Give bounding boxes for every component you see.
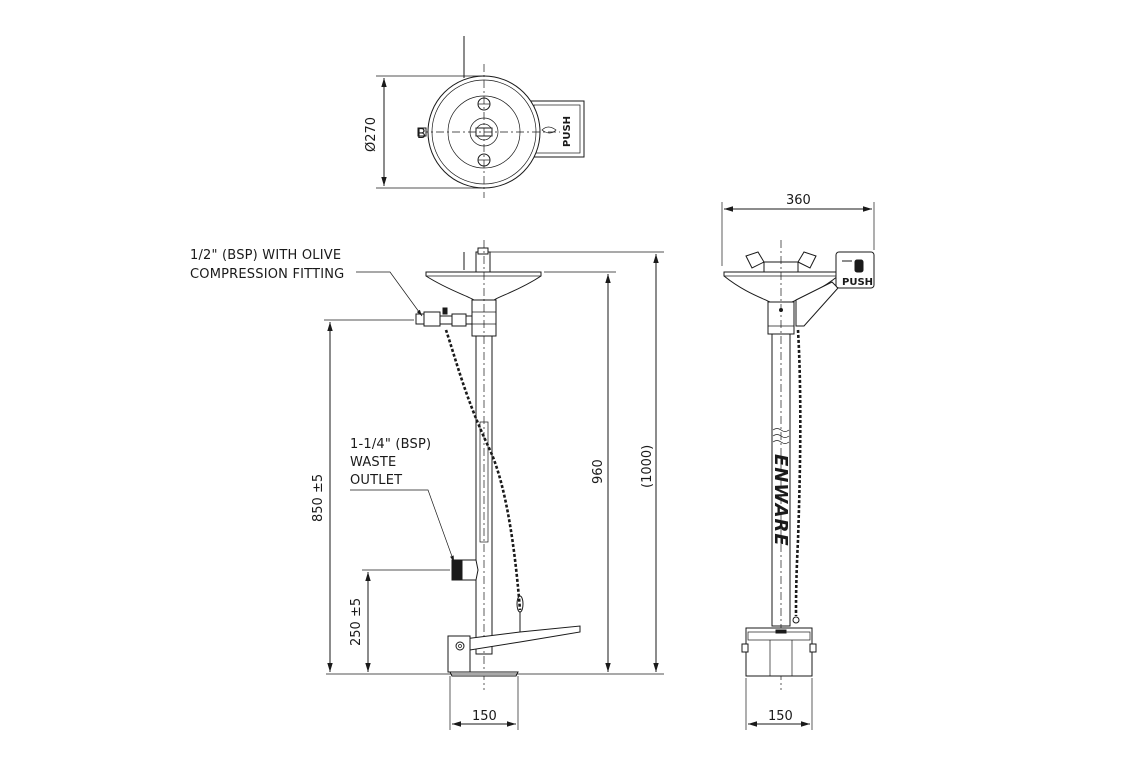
dim-front-base-width: 150 <box>745 678 813 730</box>
dim-front-width-label: 360 <box>786 193 811 208</box>
front-column: ENWARE <box>767 240 795 690</box>
waste-note: 1-1/4" (BSP) WASTE OUTLET <box>350 437 455 563</box>
front-push-plate: PUSH <box>835 251 875 289</box>
side-column <box>471 240 497 690</box>
dim-bowl-height: 960 <box>544 271 616 672</box>
dim-overall-height: (1000) <box>490 251 664 672</box>
dim-side-base-width-label: 150 <box>472 709 497 724</box>
inlet-note-line1: 1/2" (BSP) WITH OLIVE <box>190 248 341 263</box>
front-push-label: PUSH <box>842 277 873 288</box>
side-foot-pedal <box>447 625 581 673</box>
dim-front-width: 360 <box>721 193 875 266</box>
waste-note-line3: OUTLET <box>350 473 402 488</box>
dim-bowl-height-label: 960 <box>591 459 606 484</box>
front-base <box>741 627 817 677</box>
side-bowl <box>425 247 542 301</box>
dim-waste-height-label: 250 ±5 <box>349 598 364 646</box>
inlet-note: 1/2" (BSP) WITH OLIVE COMPRESSION FITTIN… <box>190 248 423 317</box>
front-brand-text: ENWARE <box>770 454 791 547</box>
waste-note-line1: 1-1/4" (BSP) <box>350 437 431 452</box>
diameter-label: Ø270 <box>364 117 379 152</box>
front-chain <box>794 329 802 617</box>
side-waste-outlet <box>451 559 479 581</box>
inlet-note-line2: COMPRESSION FITTING <box>190 267 344 282</box>
side-chain <box>444 329 522 611</box>
top-view: PUSH B Ø270 <box>364 36 585 198</box>
diameter-dimension: Ø270 <box>364 75 484 189</box>
dim-inlet-height: 850 ±5 <box>311 319 414 672</box>
dim-waste-height: 250 ±5 <box>349 569 450 672</box>
side-inlet-fitting <box>415 307 473 327</box>
side-view: 1/2" (BSP) WITH OLIVE COMPRESSION FITTIN… <box>190 240 664 730</box>
waste-note-line2: WASTE <box>350 455 396 470</box>
dim-overall-height-label: (1000) <box>640 445 655 488</box>
top-push-label: PUSH <box>562 116 573 147</box>
dim-side-base-width: 150 <box>449 676 519 730</box>
dim-inlet-height-label: 850 ±5 <box>311 474 326 522</box>
section-marker-label: B <box>417 127 426 142</box>
front-view: PUSH ENWARE 360 <box>721 193 875 730</box>
dim-front-base-width-label: 150 <box>768 709 793 724</box>
